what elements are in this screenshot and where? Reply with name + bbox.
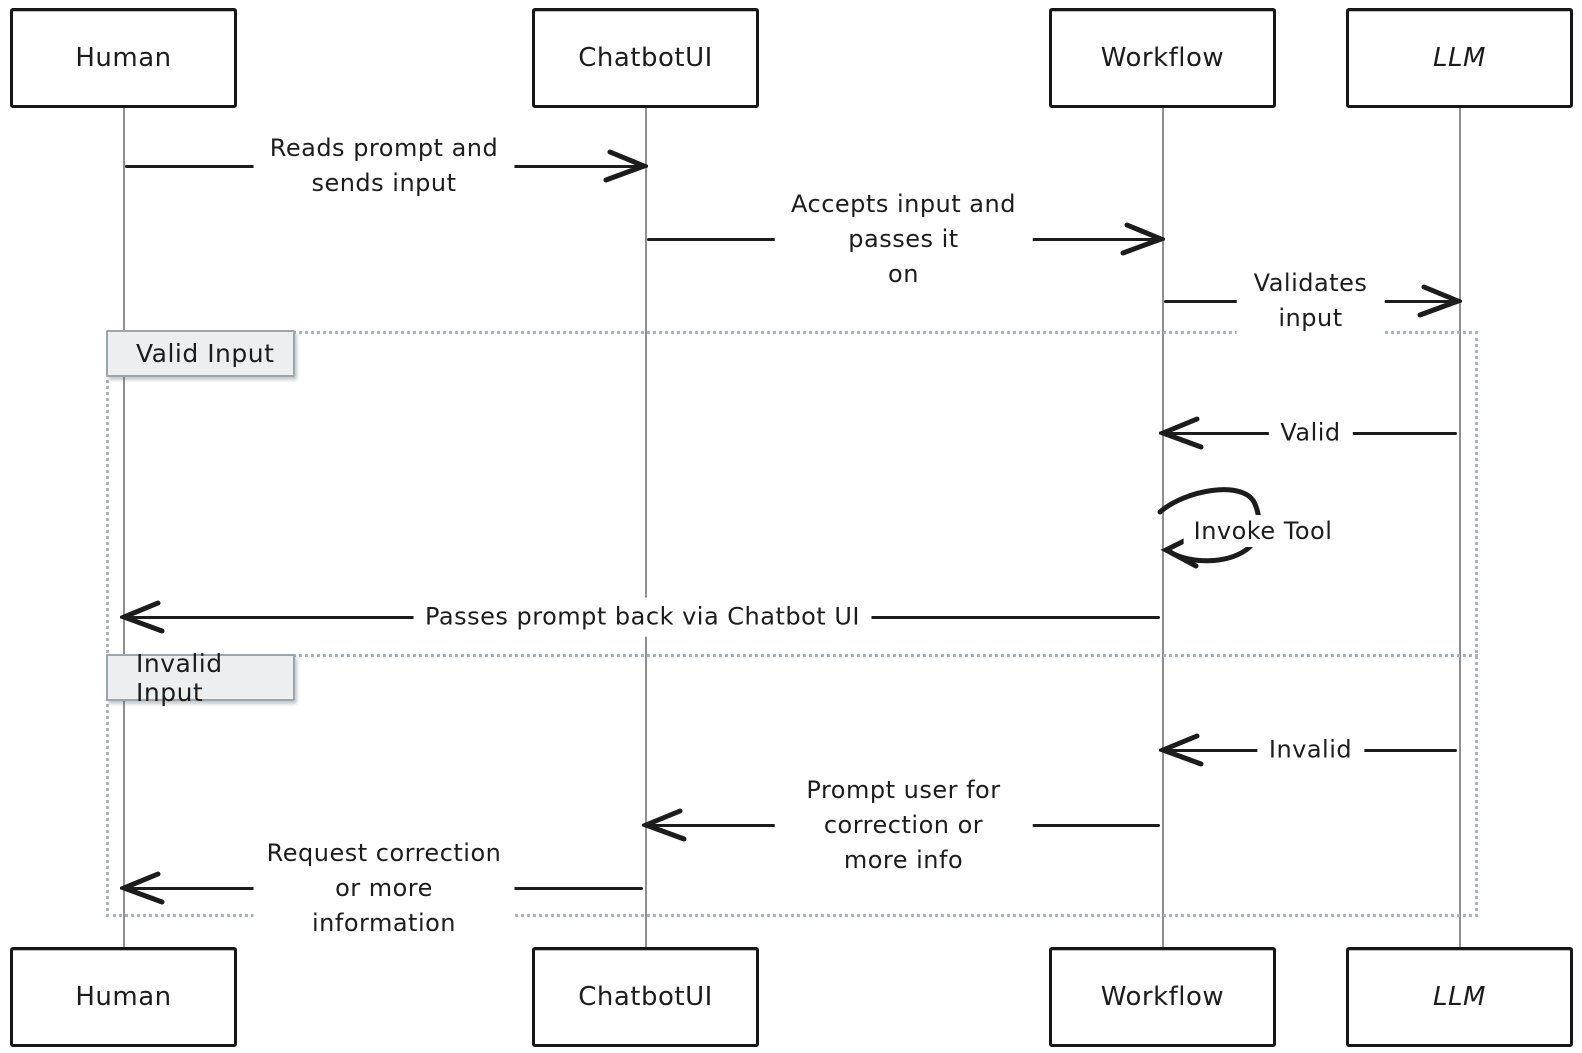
actor-label: LLM	[1433, 982, 1486, 1012]
alt-frame-divider	[106, 654, 1478, 657]
message-label: Valid	[1268, 413, 1353, 453]
lifeline-human	[123, 106, 125, 949]
message-label: Validates input	[1236, 264, 1385, 338]
actor-label: ChatbotUI	[578, 982, 713, 1012]
message-label: Request correction or more information	[253, 833, 515, 943]
lifeline-llm	[1459, 106, 1461, 949]
self-loop-label: Invoke Tool	[1183, 515, 1343, 547]
alt-frame	[106, 331, 1478, 917]
actor-label: Human	[75, 982, 172, 1012]
arrowhead-left-icon	[1159, 733, 1204, 767]
arrowhead-right-icon	[603, 149, 648, 183]
arrowhead-left-icon	[642, 808, 687, 842]
actor-box-human-bottom: Human	[10, 947, 237, 1047]
actor-box-human-top: Human	[10, 8, 237, 108]
alt-section-label-invalid-text: Invalid Input	[136, 648, 223, 707]
alt-section-label-valid-text: Valid Input	[136, 339, 275, 368]
actor-box-llm-top: LLM	[1346, 8, 1573, 108]
actor-label: LLM	[1433, 43, 1486, 73]
actor-label: Human	[75, 43, 172, 73]
lifeline-workflow	[1162, 106, 1164, 949]
message-label: Reads prompt and sends input	[253, 129, 515, 203]
arrowhead-right-icon	[1417, 284, 1462, 318]
actor-box-workflow-top: Workflow	[1049, 8, 1276, 108]
actor-box-chatbotui-top: ChatbotUI	[532, 8, 759, 108]
arrowhead-right-icon	[1120, 222, 1165, 256]
arrowhead-left-icon	[1159, 416, 1204, 450]
actor-label: Workflow	[1100, 982, 1225, 1012]
alt-section-label-valid: Valid Input	[106, 330, 295, 377]
message-label: Prompt user for correction or more info	[774, 770, 1033, 880]
actor-box-llm-bottom: LLM	[1346, 947, 1573, 1047]
actor-box-chatbotui-bottom: ChatbotUI	[532, 947, 759, 1047]
message-label: Invalid	[1256, 730, 1365, 770]
lifeline-chatbotui	[645, 106, 647, 949]
actor-label: ChatbotUI	[578, 43, 713, 73]
arrowhead-left-icon	[120, 600, 165, 634]
message-label: Accepts input and passes it on	[774, 184, 1033, 294]
message-label: Passes prompt back via Chatbot UI	[413, 597, 872, 637]
arrowhead-left-icon	[120, 871, 165, 905]
actor-label: Workflow	[1100, 43, 1225, 73]
alt-section-label-invalid: Invalid Input	[106, 649, 295, 707]
actor-box-workflow-bottom: Workflow	[1049, 947, 1276, 1047]
